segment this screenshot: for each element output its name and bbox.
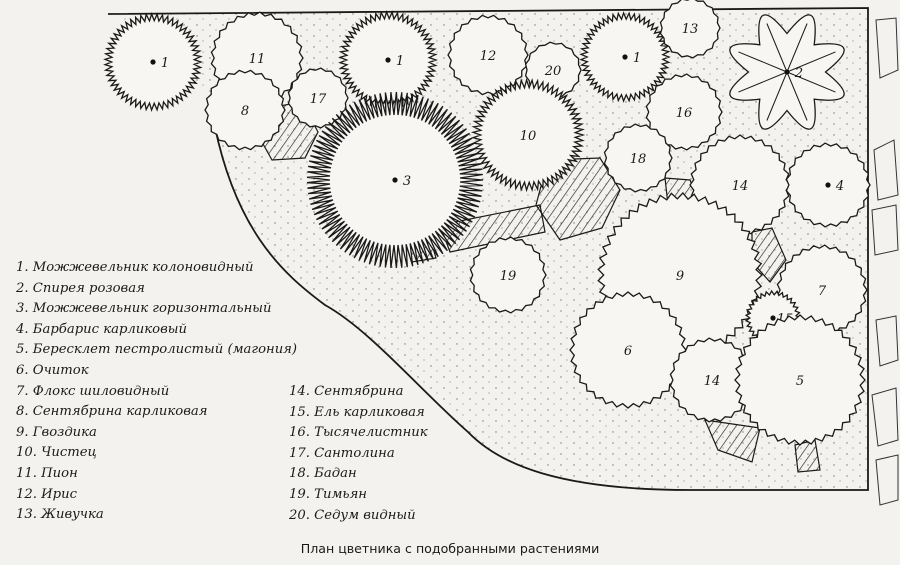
petal-vein — [786, 23, 808, 73]
plant-outline — [470, 77, 586, 193]
plant-clump: 6 — [569, 291, 687, 409]
legend-item: 11. Пион — [16, 465, 78, 481]
hatched-path — [704, 419, 761, 463]
plant-number-label: 13 — [682, 22, 699, 37]
legend-item: 5. Бересклет пестролистый (магония) — [16, 342, 298, 358]
petal-vein — [766, 71, 788, 121]
plant-number-label: 6 — [624, 344, 632, 359]
plant-number-label: 17 — [310, 92, 327, 107]
plant-number-label: 14 — [732, 179, 749, 194]
plant-number-label: 19 — [500, 269, 517, 284]
plant-number-label: 1 — [161, 56, 169, 71]
plant-number-label: 14 — [704, 374, 721, 389]
plant-number-label: 10 — [520, 129, 537, 144]
plant-outline — [569, 291, 687, 409]
plant-number-label: 16 — [676, 106, 693, 121]
legend-item: 9. Гвоздика — [16, 424, 97, 440]
plant-center-dot — [150, 59, 156, 65]
plant-number-label: 12 — [480, 49, 497, 64]
legend-item: 12. Ирис — [16, 486, 77, 502]
legend-item: 14. Сентябрина — [289, 384, 404, 399]
plant-clump: 13 — [659, 0, 721, 59]
plant-number-label: 1 — [633, 51, 641, 66]
legend-item: 6. Очиток — [16, 362, 89, 378]
plant-clump: 3 — [306, 91, 484, 269]
plant-number-label: 9 — [676, 269, 684, 284]
legend-item: 10. Чистец — [16, 445, 97, 461]
figure-caption: План цветника с подобранными растениями — [300, 541, 600, 556]
plant-number-label: 1 — [396, 54, 404, 69]
plant-center-dot — [825, 182, 831, 188]
plant-clump: 18 — [603, 123, 673, 193]
legend-item: 8. Сентябрина карликовая — [16, 404, 208, 420]
plant-number-label: 3 — [403, 174, 411, 189]
plant-clump: 1 — [579, 11, 671, 103]
plant-outline — [734, 314, 866, 446]
plant-number-label: 18 — [630, 152, 647, 167]
legend-item: 16. Тысячелистник — [289, 425, 428, 441]
legend-item: 19. Тимьян — [289, 486, 367, 502]
plant-clump: 5 — [734, 314, 866, 446]
legend-left: 1. Можжевельник колоновидный 2. Спирея р… — [16, 258, 297, 526]
legend-item: 17. Сантолина — [289, 445, 395, 461]
legend-item: 15. Ель карликовая — [289, 404, 425, 420]
legend-item: 4. Барбарис карликовый — [16, 321, 187, 337]
hatched-path — [794, 439, 821, 473]
hatched-paths — [257, 101, 821, 473]
petal-vein — [786, 71, 836, 93]
legend-item: 7. Флокс шиловидный — [16, 383, 170, 399]
plant-number-label: 4 — [835, 179, 844, 194]
plant-center-dot — [392, 177, 398, 183]
plant-clump: 19 — [469, 236, 547, 314]
petal-vein — [738, 51, 788, 73]
plant-center-dot — [622, 54, 628, 60]
plant-clump: 16 — [645, 73, 723, 151]
plant-clump: 20 — [524, 41, 582, 99]
plant-outline — [645, 73, 723, 151]
plant-number-label: 7 — [818, 284, 827, 299]
plant-clump: 4 — [785, 142, 871, 228]
plant-clump: 14 — [669, 337, 755, 423]
plant-clump: 10 — [470, 77, 586, 193]
plant-clump: 8 — [204, 69, 286, 151]
plant-outline — [603, 123, 673, 193]
plant-outline — [669, 337, 755, 423]
legend-item: 2. Спирея розовая — [16, 280, 145, 296]
plant-number-label: 20 — [544, 64, 562, 79]
petal-vein — [766, 23, 788, 73]
paving-stones — [871, 17, 899, 506]
legend-item: 1. Можжевельник колоновидный — [16, 260, 254, 275]
petal-vein — [786, 71, 808, 121]
plant-number-label: 5 — [796, 374, 804, 389]
plant-number-label: 2 — [794, 66, 803, 81]
legend-item: 13. Живучка — [16, 507, 104, 523]
plant-clump: 17 — [287, 67, 349, 129]
plant-number-label: 11 — [249, 52, 266, 67]
petal-vein — [738, 71, 788, 93]
plant-clump: 2 — [729, 14, 845, 130]
petal-vein — [786, 51, 836, 73]
plant-center-dot — [385, 57, 391, 63]
plant-outline — [659, 0, 721, 59]
plant-center-dot — [770, 315, 776, 321]
plant-clump: 1 — [103, 12, 203, 112]
legend-item: 18. Бадан — [289, 466, 357, 482]
legend-item: 20. Седум видный — [289, 507, 416, 523]
plant-center-dot — [784, 69, 790, 75]
legend-right: 14. Сентябрина 15. Ель карликовая 16. Ты… — [289, 382, 428, 526]
plant-outline — [204, 69, 286, 151]
legend-item: 3. Можжевельник горизонтальный — [16, 301, 272, 317]
plant-outline — [287, 67, 349, 129]
plant-outline — [469, 236, 547, 314]
plant-number-label: 8 — [241, 104, 249, 119]
plant-outline — [524, 41, 582, 99]
